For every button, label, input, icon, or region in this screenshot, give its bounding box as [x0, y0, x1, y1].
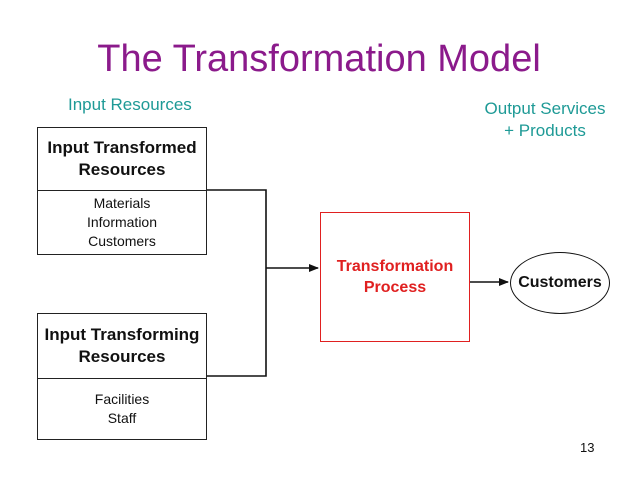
list-item: Materials [93, 194, 151, 211]
transforming-resources-box: Input Transforming Resources Facilities … [37, 313, 207, 440]
list-item: Facilities [94, 390, 150, 407]
customers-ellipse: Customers [510, 252, 610, 314]
transforming-heading-line-2: Resources [78, 347, 166, 366]
input-resources-label: Input Resources [68, 95, 192, 114]
customers-label: Customers [518, 274, 602, 291]
transformed-resources-box: Input Transformed Resources Materials In… [37, 127, 207, 255]
list-item: Information [86, 213, 158, 230]
transformed-resources-heading: Input Transformed Resources [38, 128, 206, 191]
process-line-2: Process [363, 279, 427, 296]
output-label-line-1: Output Services [484, 99, 606, 118]
output-label: Output Services + Products [470, 98, 620, 142]
output-label-line-2: + Products [504, 121, 586, 140]
transformation-process-box: Transformation Process [320, 212, 470, 342]
slide-title: The Transformation Model [97, 38, 541, 80]
process-line-1: Transformation [336, 258, 454, 275]
page-number: 13 [580, 440, 595, 455]
transformed-heading-line-2: Resources [78, 160, 166, 179]
list-item: Customers [88, 232, 156, 249]
connector-bottom [207, 268, 267, 377]
transforming-heading-line-1: Input Transforming [44, 325, 200, 344]
transformed-resources-items: Materials Information Customers [38, 191, 206, 253]
connector-top [207, 189, 267, 268]
transformed-heading-line-1: Input Transformed [47, 138, 197, 157]
transforming-resources-heading: Input Transforming Resources [38, 314, 206, 379]
list-item: Staff [107, 409, 137, 426]
transforming-resources-items: Facilities Staff [38, 379, 206, 438]
